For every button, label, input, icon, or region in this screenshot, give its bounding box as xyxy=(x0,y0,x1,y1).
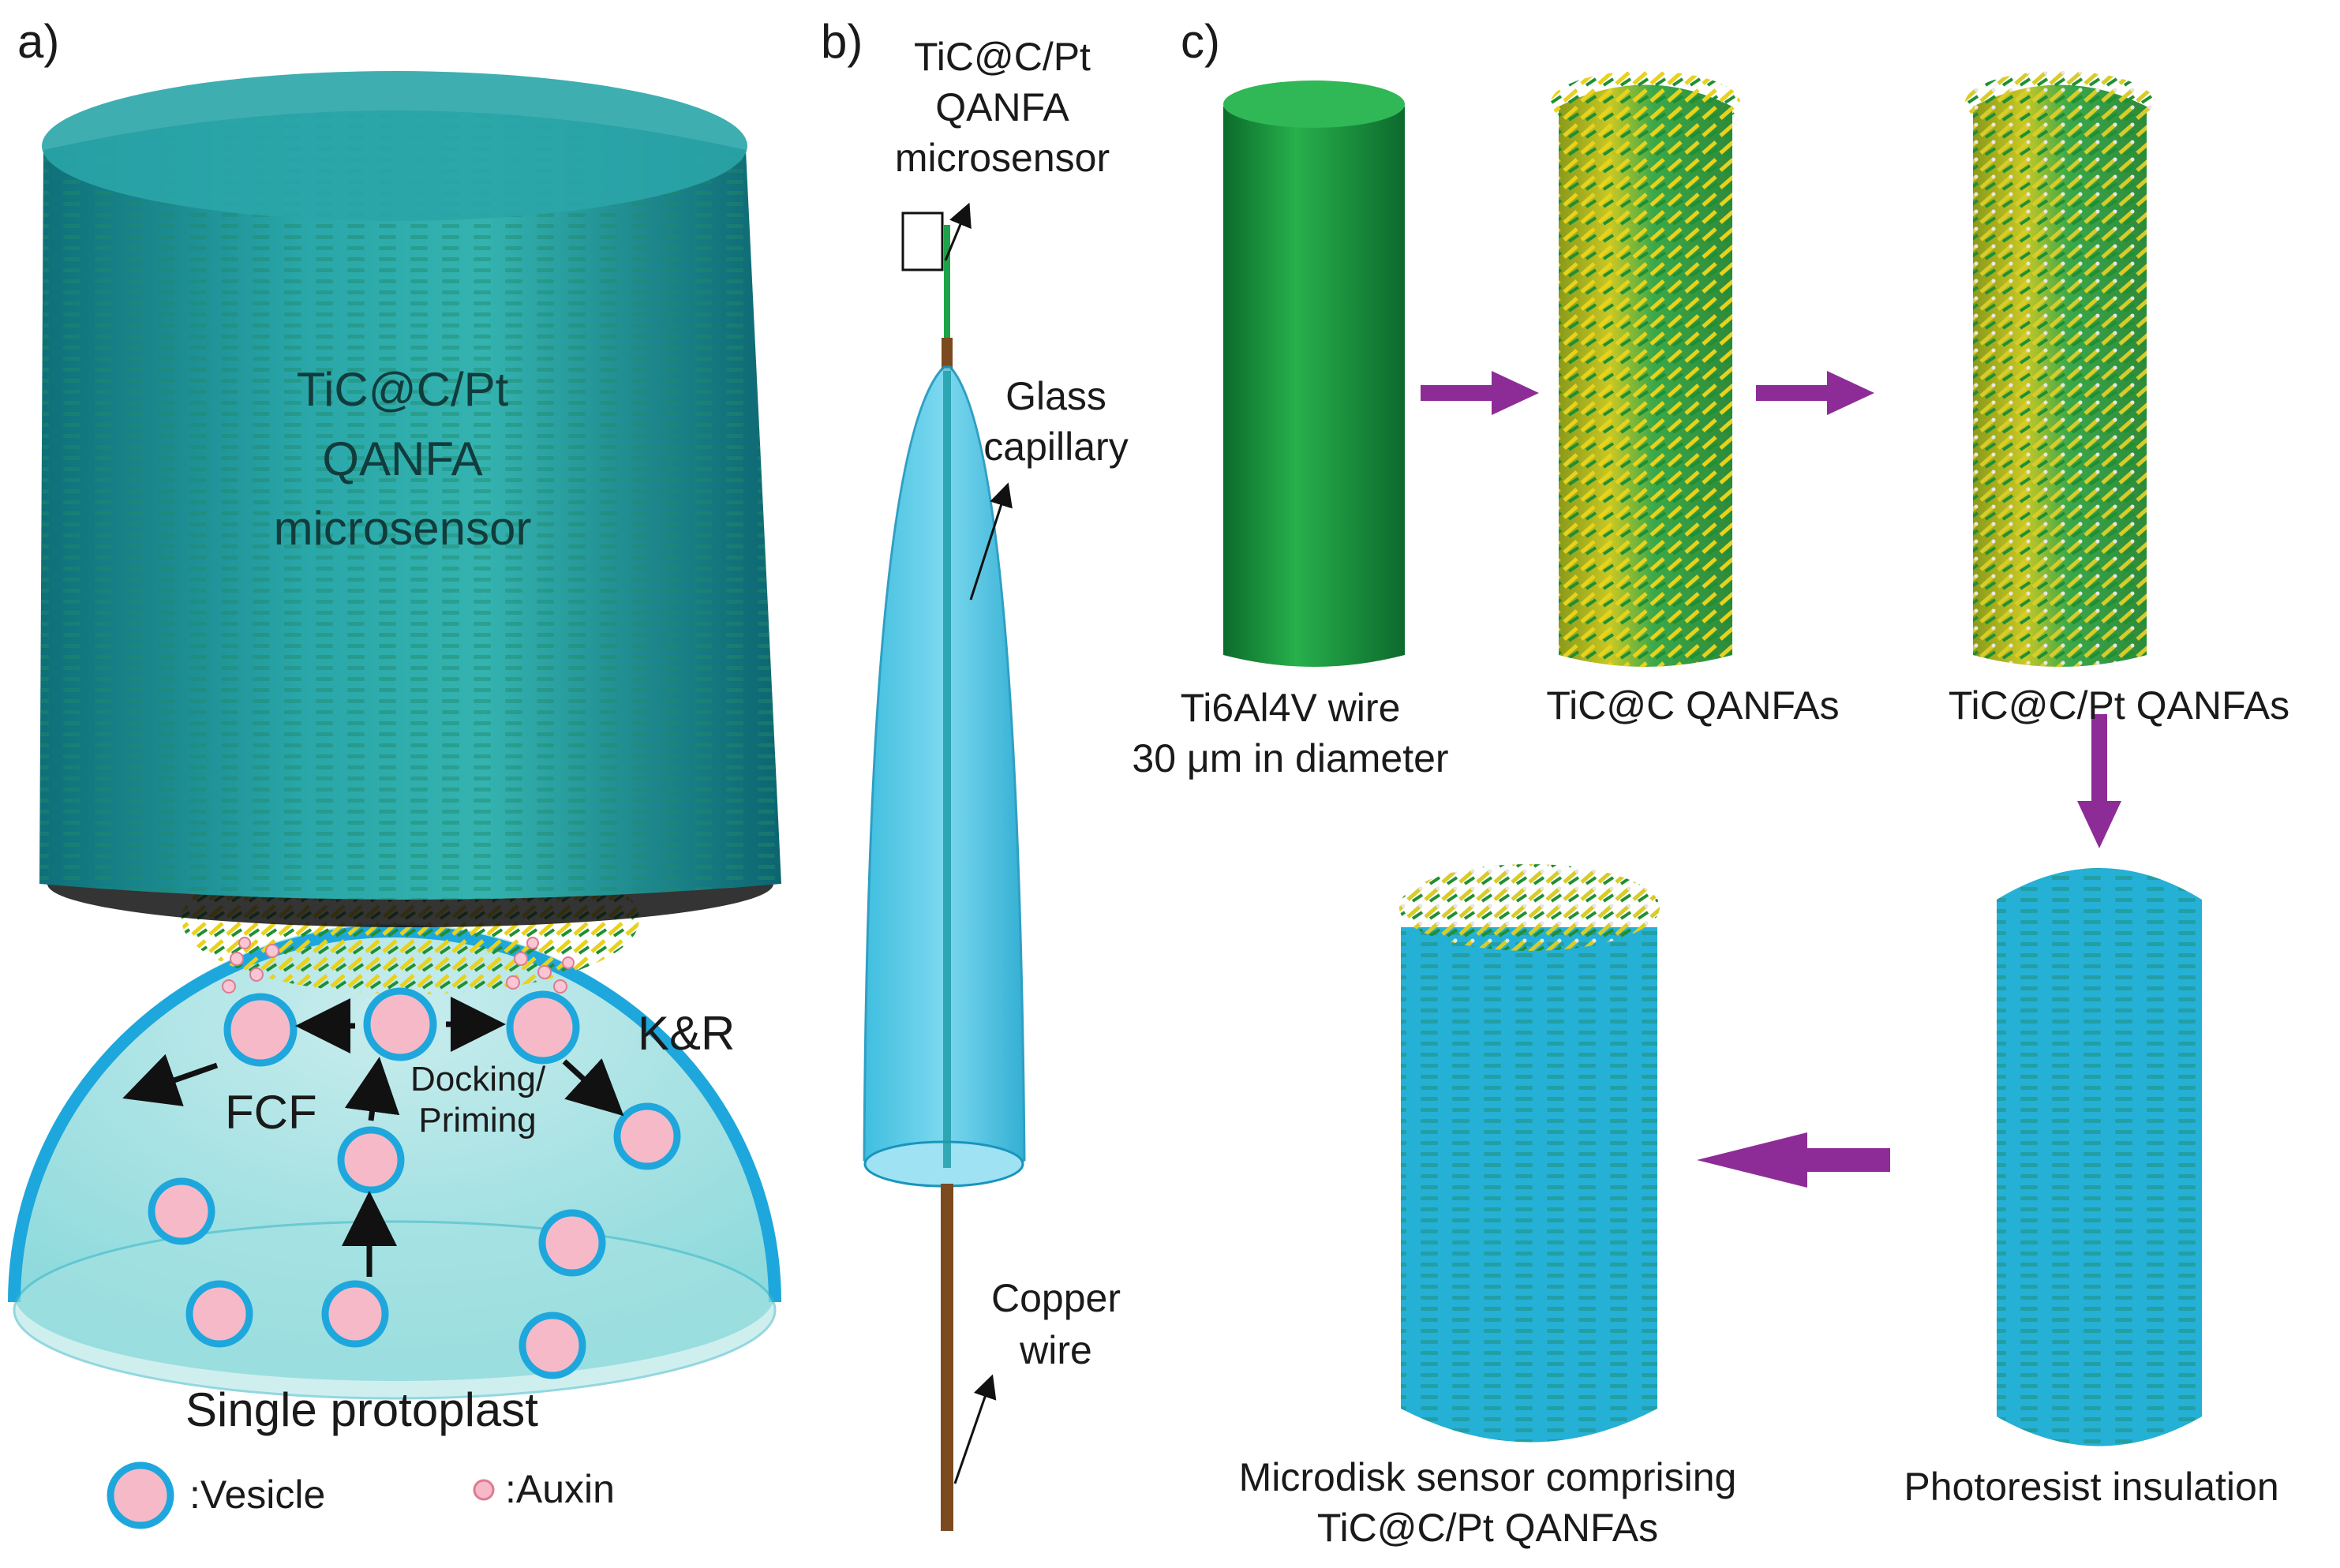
b-sensor-line-2: QANFA xyxy=(935,85,1069,129)
step2-label: TiC@C QANFAs xyxy=(1546,683,1840,728)
glass-line-2: capillary xyxy=(983,425,1129,469)
glass-line-1: Glass xyxy=(1005,374,1106,418)
protoplast-base xyxy=(13,1220,777,1400)
step3-label: TiC@C/Pt QANFAs xyxy=(1948,683,2290,728)
b-sensor-line-1: TiC@C/Pt xyxy=(914,35,1091,79)
panel-b-letter: b) xyxy=(821,15,863,68)
tic-c-pt-top xyxy=(1965,71,2155,134)
vesicles xyxy=(148,987,681,1379)
legend-auxin-symbol xyxy=(473,1479,495,1501)
docking-line-1: Docking/ xyxy=(410,1060,546,1098)
microsensor-box xyxy=(901,211,944,271)
panel-c xyxy=(1223,71,2202,1446)
vesicle xyxy=(148,1177,215,1245)
protoplast-label: Single protoplast xyxy=(185,1383,538,1436)
step1-line-2: 30 μm in diameter xyxy=(1132,736,1449,780)
ti-wire-cylinder xyxy=(1223,91,1405,667)
panel-b xyxy=(863,202,1026,1531)
panel-c-letter: c) xyxy=(1181,15,1220,68)
vesicle xyxy=(363,987,437,1061)
legend-vesicle-label: :Vesicle xyxy=(189,1473,326,1517)
b-sensor-line-3: microsensor xyxy=(894,136,1110,180)
vesicle xyxy=(538,1209,606,1277)
copper-line-1: Copper xyxy=(991,1276,1121,1320)
tic-c-top xyxy=(1551,71,1740,134)
panel-a-sensor-label: TiC@C/Pt QANFA microsensor xyxy=(245,355,560,563)
sensor-cylinder-top xyxy=(42,71,747,221)
auxin-release xyxy=(222,937,575,994)
ti-wire-top xyxy=(1223,80,1405,128)
copper-line-2: wire xyxy=(1020,1328,1092,1372)
arrow-step-4 xyxy=(1697,1132,1890,1188)
fcf-label: FCF xyxy=(225,1086,317,1139)
arrow-glass xyxy=(969,482,1013,601)
legend-auxin-label: :Auxin xyxy=(505,1467,615,1511)
step5-line-1: Microdisk sensor comprising xyxy=(1238,1455,1737,1499)
panel-a-letter: a) xyxy=(17,15,60,68)
arrow-copper xyxy=(953,1374,997,1484)
step5-line-2: TiC@C/Pt QANFAs xyxy=(1316,1506,1659,1550)
docking-label: Docking/ Priming xyxy=(410,1059,545,1141)
arrow-step-2 xyxy=(1756,371,1874,415)
microdisk-top-fibers xyxy=(1399,864,1660,951)
sensor-label-line-1: TiC@C/Pt xyxy=(296,363,509,416)
vesicle xyxy=(506,990,580,1065)
panel-a xyxy=(8,71,781,1529)
arrow-step-1 xyxy=(1421,371,1539,415)
photoresist-texture xyxy=(1997,868,2202,1446)
process-arrows xyxy=(122,997,624,1277)
glass-capillary-label: Glass capillary xyxy=(961,371,1151,472)
docking-line-2: Priming xyxy=(418,1101,537,1140)
sensor-label-line-2: QANFA xyxy=(322,432,483,485)
tic-c-pt-spikes xyxy=(1973,84,2147,667)
step5-label: Microdisk sensor comprising TiC@C/Pt QAN… xyxy=(1176,1452,1799,1553)
arrow-step-3 xyxy=(2077,714,2121,848)
step1-line-1: Ti6Al4V wire xyxy=(1180,686,1401,730)
vesicle xyxy=(223,993,298,1067)
sensor-cylinder-texture xyxy=(39,110,781,900)
vesicle xyxy=(321,1280,389,1348)
panel-b-sensor-label: TiC@C/Pt QANFA microsensor xyxy=(860,32,1144,183)
microdisk-texture xyxy=(1401,927,1657,1443)
copper-wire-label: Copper wire xyxy=(969,1272,1143,1376)
k-and-r-label: K&R xyxy=(638,1007,736,1060)
sensor-label-line-3: microsensor xyxy=(273,502,532,555)
step4-label: Photoresist insulation xyxy=(1904,1465,2279,1509)
step1-label: Ti6Al4V wire 30 μm in diameter xyxy=(1101,683,1480,784)
vesicle xyxy=(613,1102,681,1170)
vesicle xyxy=(337,1126,405,1194)
legend-vesicle-symbol xyxy=(107,1461,174,1529)
tic-c-spikes xyxy=(1559,84,1732,667)
vesicle xyxy=(519,1312,586,1379)
arrow-microsensor xyxy=(944,202,972,261)
vesicle xyxy=(185,1280,253,1348)
